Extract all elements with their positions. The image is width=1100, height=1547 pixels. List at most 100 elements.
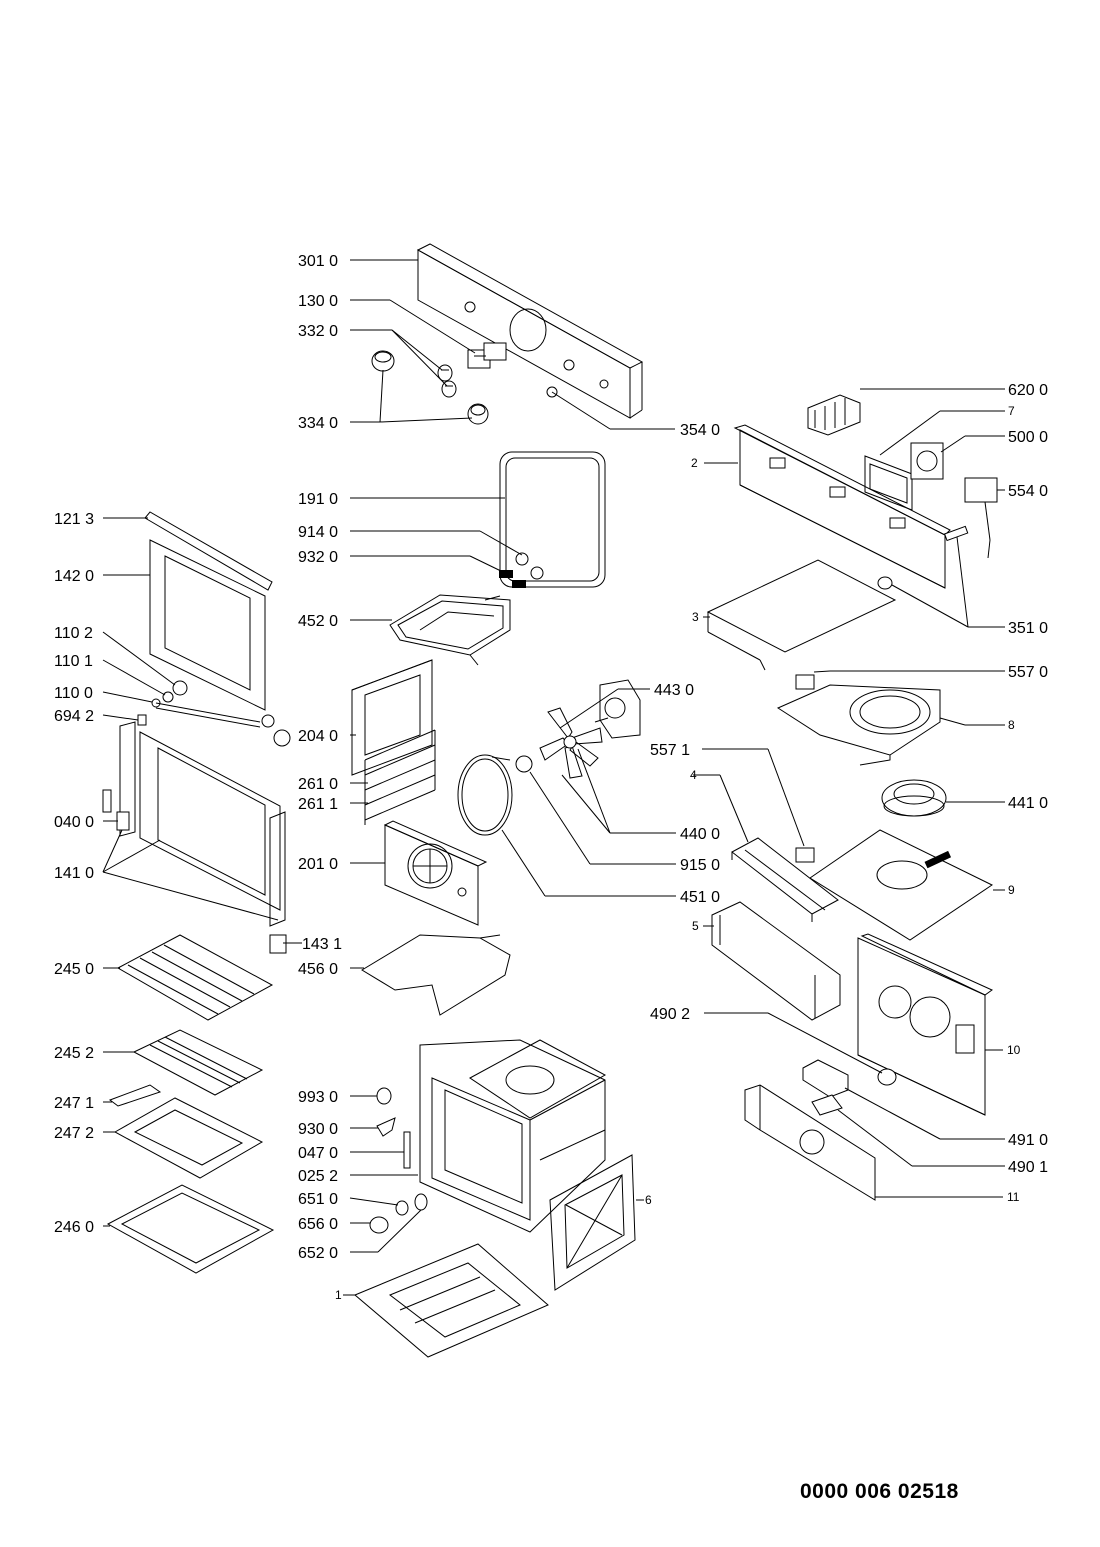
- door-outer-141: [102, 721, 286, 927]
- label-354-0: 354 0: [680, 422, 720, 439]
- air-duct-plate-9: [809, 829, 993, 941]
- fuse-557-1: [795, 847, 815, 863]
- label-652-0: 652 0: [298, 1245, 338, 1262]
- small-parts-lower-left: [369, 1087, 428, 1234]
- grill-rack-245-2: [132, 1029, 264, 1096]
- part-labels: 301 0 130 0 332 0 334 0 354 0 191 0 914 …: [54, 253, 1048, 1302]
- label-5: 5: [692, 919, 699, 933]
- bracket-5: [711, 901, 841, 1021]
- label-440-0: 440 0: [680, 826, 720, 843]
- door-glass-142: [149, 539, 266, 711]
- switch-130: [467, 342, 507, 369]
- label-351-0: 351 0: [1008, 620, 1048, 637]
- label-201-0: 201 0: [298, 856, 338, 873]
- duct-4: [731, 837, 839, 922]
- label-247-2: 247 2: [54, 1125, 94, 1142]
- label-040-0: 040 0: [54, 814, 94, 831]
- label-500-0: 500 0: [1008, 429, 1048, 446]
- knob-spindles-332: [437, 364, 457, 398]
- nut-915: [515, 755, 533, 773]
- fan-cover-201: [383, 820, 488, 926]
- label-914-0: 914 0: [298, 524, 338, 541]
- back-panel-10: [857, 933, 993, 1116]
- label-452-0: 452 0: [298, 613, 338, 630]
- label-110-1: 110 1: [54, 653, 93, 670]
- label-557-1: 557 1: [650, 742, 690, 759]
- door-seal-191: [499, 451, 606, 588]
- runners-261: [364, 729, 436, 825]
- label-247-1: 247 1: [54, 1095, 94, 1112]
- label-490-1: 490 1: [1008, 1159, 1048, 1176]
- label-8: 8: [1008, 718, 1015, 732]
- label-6: 6: [645, 1193, 652, 1207]
- label-204-0: 204 0: [298, 728, 338, 745]
- tray-247-2: [113, 1097, 264, 1179]
- label-694-2: 694 2: [54, 708, 94, 725]
- label-993-0: 993 0: [298, 1089, 338, 1106]
- label-110-0: 110 0: [54, 685, 93, 702]
- knobs-334: [371, 350, 489, 425]
- label-915-0: 915 0: [680, 857, 720, 874]
- label-1: 1: [335, 1288, 342, 1302]
- label-932-0: 932 0: [298, 549, 338, 566]
- tangential-fan-441: [881, 779, 947, 817]
- knob-490-2: [877, 1068, 897, 1086]
- label-451-0: 451 0: [680, 889, 720, 906]
- label-110-2: 110 2: [54, 625, 93, 642]
- button-490-1: [811, 1094, 843, 1116]
- clip-694: [137, 714, 147, 726]
- circular-element-451: [457, 754, 513, 836]
- label-441-0: 441 0: [1008, 795, 1048, 812]
- fan-housing-8: [776, 684, 941, 766]
- side-panel-6: [549, 1154, 636, 1291]
- label-456-0: 456 0: [298, 961, 338, 978]
- label-261-0: 261 0: [298, 776, 338, 793]
- fuse-557-0: [795, 674, 815, 690]
- label-245-2: 245 2: [54, 1045, 94, 1062]
- door-profile-121: [144, 511, 273, 591]
- label-130-0: 130 0: [298, 293, 338, 310]
- pin-351: [877, 525, 969, 590]
- label-246-0: 246 0: [54, 1219, 94, 1236]
- fan-blade-440: [539, 707, 603, 779]
- label-334-0: 334 0: [298, 415, 338, 432]
- label-261-1: 261 1: [298, 796, 338, 813]
- timer-500: [910, 442, 944, 480]
- grill-element-452: [389, 594, 511, 666]
- hinge-143: [269, 934, 287, 954]
- wire-rack-245-0: [116, 934, 274, 1021]
- label-121-3: 121 3: [54, 511, 94, 528]
- label-142-0: 142 0: [54, 568, 94, 585]
- label-141-0: 141 0: [54, 865, 94, 882]
- label-332-0: 332 0: [298, 323, 338, 340]
- label-554-0: 554 0: [1008, 483, 1048, 500]
- side-frame-204: [351, 659, 433, 776]
- tray-handle-247-1: [108, 1084, 162, 1107]
- bushings-914-932: [499, 552, 544, 588]
- switch-620: [807, 394, 861, 436]
- label-656-0: 656 0: [298, 1216, 338, 1233]
- document-number: 0000 006 02518: [800, 1480, 959, 1503]
- control-bracket-2: [733, 424, 951, 589]
- label-301-0: 301 0: [298, 253, 338, 270]
- label-491-0: 491 0: [1008, 1132, 1048, 1149]
- display-module-7: [864, 455, 913, 511]
- leader-lines: [102, 259, 1005, 1296]
- label-651-0: 651 0: [298, 1191, 338, 1208]
- part-drawings: [102, 243, 998, 1358]
- label-143-1: 143 1: [302, 936, 342, 953]
- label-7: 7: [1008, 404, 1015, 418]
- switch-491: [802, 1059, 849, 1098]
- label-047-0: 047 0: [298, 1145, 338, 1162]
- label-11: 11: [1007, 1190, 1020, 1204]
- hinge-parts-110: [151, 680, 291, 747]
- terminal-panel-11: [744, 1084, 876, 1201]
- thermostat-554: [964, 477, 998, 559]
- top-cover-3: [706, 559, 897, 671]
- label-10: 10: [1007, 1043, 1021, 1057]
- label-2: 2: [691, 456, 698, 470]
- label-025-2: 025 2: [298, 1168, 338, 1185]
- label-930-0: 930 0: [298, 1121, 338, 1138]
